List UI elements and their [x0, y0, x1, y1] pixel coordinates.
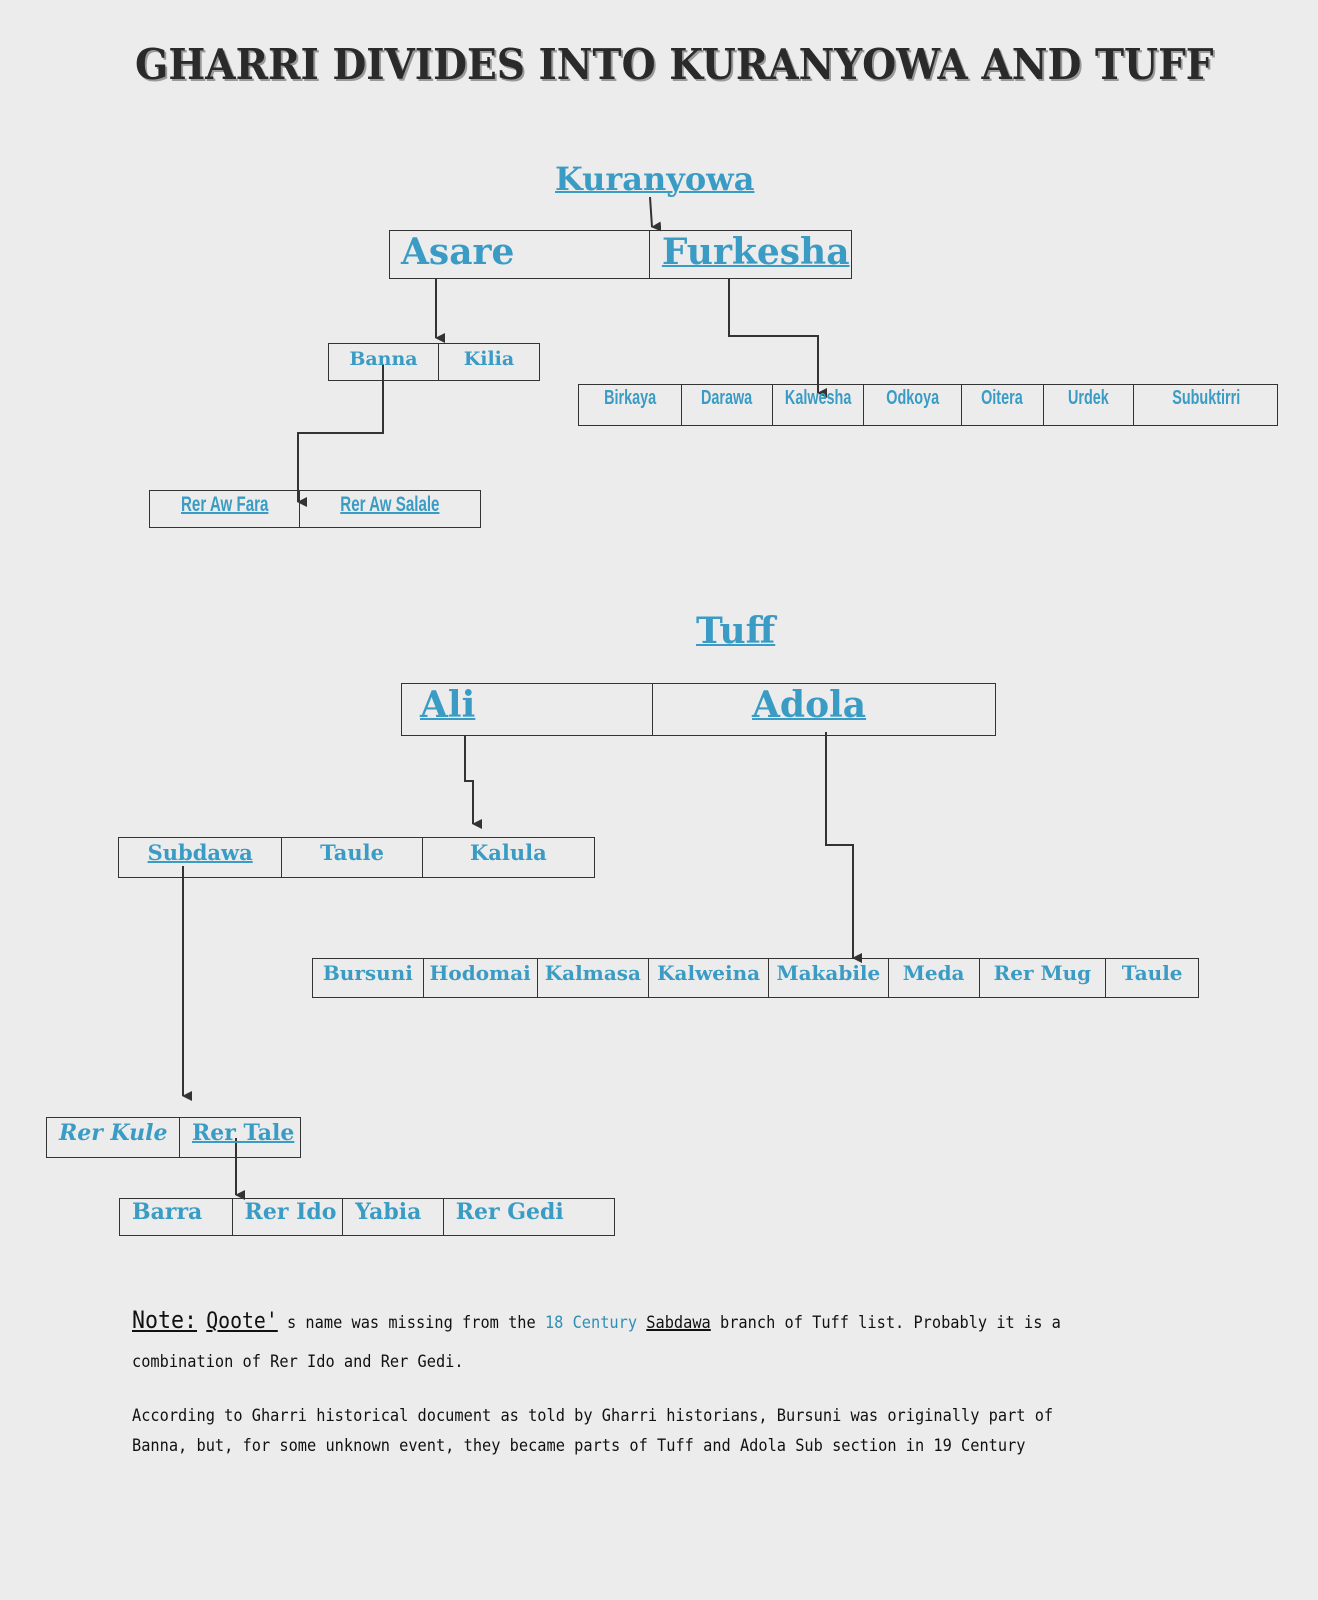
clan-banna-label: Banna [349, 348, 418, 370]
clan-subuktirri: Subuktirri [1134, 385, 1277, 425]
clan-bursuni: Bursuni [313, 959, 424, 997]
kuranyowa-branches-row: Asare Furkesha [389, 230, 852, 279]
history-line-1: According to Gharri historical document … [132, 1406, 1054, 1426]
rer-tale-children-row: Barra Rer Ido Yabia Rer Gedi [119, 1198, 615, 1236]
clan-rer-gedi: Rer Gedi [444, 1199, 614, 1235]
clan-rer-ido-label: Rer Ido [244, 1199, 337, 1225]
note-sabdawa: Sabdawa [646, 1313, 711, 1333]
clan-darawa-label: Darawa [701, 387, 753, 409]
clan-taule-adola: Taule [1106, 959, 1198, 997]
clan-barra: Barra [120, 1199, 233, 1235]
clan-kalula: Kalula [423, 838, 594, 877]
clan-meda: Meda [889, 959, 980, 997]
branch-ali-label: Ali [420, 684, 476, 726]
tuff-heading: Tuff [696, 610, 776, 652]
clan-rer-kule-label: Rer Kule [59, 1120, 168, 1146]
note-paragraph: Note: Qoote' s name was missing from the… [132, 1306, 1061, 1334]
clan-rer-kule: Rer Kule [47, 1118, 180, 1157]
clan-birkaya: Birkaya [579, 385, 682, 425]
branch-ali: Ali [402, 684, 654, 735]
clan-kalula-label: Kalula [470, 840, 547, 865]
clan-birkaya-label: Birkaya [603, 387, 656, 409]
ali-children-row: Subdawa Taule Kalula [118, 837, 595, 878]
adola-children-row: Bursuni Hodomai Kalmasa Kalweina Makabil… [312, 958, 1199, 998]
clan-subuktirri-label: Subuktirri [1171, 387, 1240, 409]
clan-yabia: Yabia [343, 1199, 444, 1235]
branch-furkesha-label: Furkesha [661, 231, 850, 273]
clan-oitera: Oitera [962, 385, 1044, 425]
branch-adola-label: Adola [752, 684, 867, 726]
note-line-2: combination of Rer Ido and Rer Gedi. [132, 1352, 464, 1372]
clan-yabia-label: Yabia [355, 1199, 422, 1225]
clan-makabile: Makabile [769, 959, 889, 997]
clan-odkoya: Odkoya [864, 385, 963, 425]
clan-rer-ido: Rer Ido [233, 1199, 344, 1235]
branch-asare: Asare [390, 231, 650, 278]
subdawa-children-row: Rer Kule Rer Tale [46, 1117, 301, 1158]
clan-rer-aw-salale: Rer Aw Salale [300, 491, 480, 527]
note-text-a: s name was missing from the [287, 1313, 536, 1333]
clan-hodomai: Hodomai [424, 959, 538, 997]
branch-adola: Adola [653, 684, 995, 735]
clan-rer-aw-fara: Rer Aw Fara [150, 491, 301, 527]
note-qoote: Qoote' [206, 1309, 278, 1334]
clan-kalmasa-label: Kalmasa [544, 961, 642, 985]
clan-bursuni-label: Bursuni [322, 961, 413, 985]
tuff-branches-row: Ali Adola [401, 683, 996, 736]
clan-kalwesha-label: Kalwesha [785, 387, 852, 409]
clan-barra-label: Barra [132, 1199, 203, 1225]
clan-subdawa-label: Subdawa [147, 840, 253, 865]
branch-asare-label: Asare [401, 231, 515, 273]
clan-urdek: Urdek [1044, 385, 1135, 425]
asare-children-row: Banna Kilia [328, 343, 540, 381]
clan-subdawa: Subdawa [119, 838, 283, 877]
clan-rer-tale-label: Rer Tale [191, 1120, 295, 1146]
clan-kalwesha: Kalwesha [773, 385, 865, 425]
clan-meda-label: Meda [902, 961, 965, 985]
furkesha-children-row: Birkaya Darawa Kalwesha Odkoya Oitera Ur… [578, 384, 1278, 426]
history-line-2: Banna, but, for some unknown event, they… [132, 1436, 1026, 1456]
banna-children-row: Rer Aw Fara Rer Aw Salale [149, 490, 481, 528]
clan-makabile-label: Makabile [776, 961, 881, 985]
clan-kalweina: Kalweina [649, 959, 769, 997]
clan-taule-adola-label: Taule [1121, 961, 1183, 985]
note-century: 18 Century [544, 1313, 638, 1333]
clan-kalmasa: Kalmasa [538, 959, 650, 997]
note-text-b: branch of Tuff list. Probably it is a [720, 1313, 1061, 1333]
clan-oitera-label: Oitera [981, 387, 1024, 409]
clan-banna: Banna [329, 344, 439, 380]
clan-taule-ali-label: Taule [320, 840, 384, 865]
clan-odkoya-label: Odkoya [886, 387, 940, 409]
clan-rer-mug-label: Rer Mug [993, 961, 1092, 985]
branch-furkesha: Furkesha [650, 231, 851, 278]
clan-rer-aw-salale-label: Rer Aw Salale [340, 493, 440, 516]
clan-taule-ali: Taule [282, 838, 423, 877]
note-label: Note: [132, 1306, 198, 1334]
clan-kilia: Kilia [439, 344, 539, 380]
kuranyowa-heading: Kuranyowa [555, 160, 755, 198]
clan-rer-tale: Rer Tale [180, 1118, 300, 1157]
clan-kilia-label: Kilia [463, 348, 515, 370]
clan-urdek-label: Urdek [1068, 387, 1110, 409]
page-title: GHARRI DIVIDES INTO KURANYOWA AND TUFF [135, 40, 1214, 89]
clan-rer-aw-fara-label: Rer Aw Fara [180, 493, 269, 516]
clan-rer-mug: Rer Mug [980, 959, 1107, 997]
clan-hodomai-label: Hodomai [429, 961, 531, 985]
clan-kalweina-label: Kalweina [657, 961, 761, 985]
clan-darawa: Darawa [682, 385, 774, 425]
clan-rer-gedi-label: Rer Gedi [455, 1199, 564, 1225]
